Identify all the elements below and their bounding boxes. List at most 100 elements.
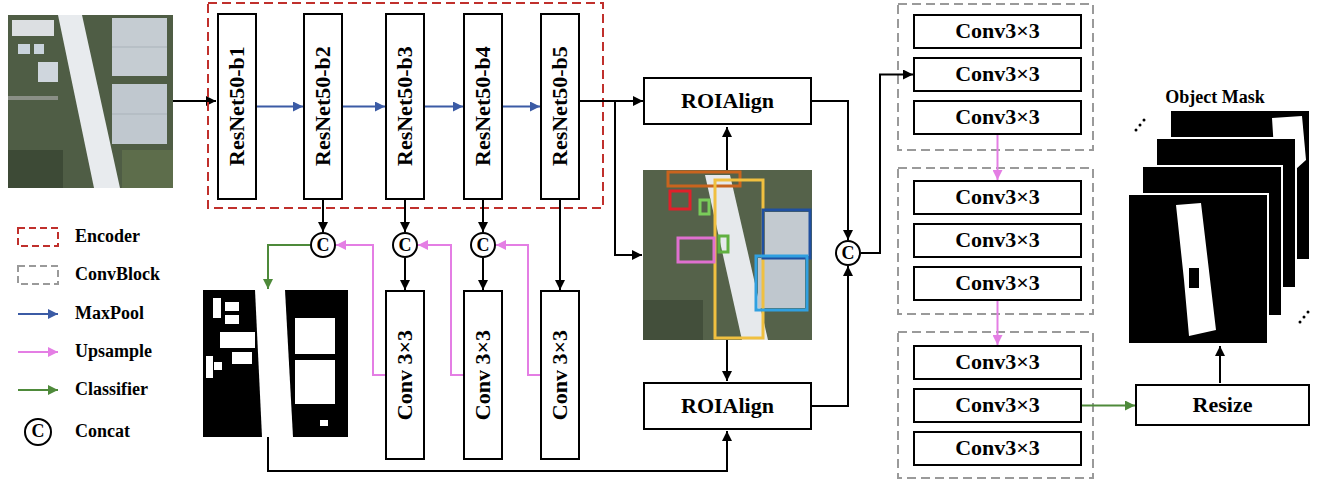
object-mask-stack [1135, 129, 1138, 132]
pink-arrow [997, 135, 999, 180]
conv-box: Conv3×3 [913, 345, 1082, 380]
segmentation-mask [220, 332, 255, 348]
convblock-frame [898, 332, 1093, 478]
flow-arrow [482, 258, 484, 290]
object-mask-stack [1128, 194, 1268, 344]
legend-text: Classifier [75, 380, 148, 400]
node-text: Conv3×3 [955, 393, 1040, 417]
blue-arrow [257, 106, 303, 108]
resize-to-mask-arrow [1219, 346, 1221, 383]
concat-circle: C [392, 232, 418, 258]
node-text: Conv3×3 [955, 228, 1040, 252]
roi-image [643, 170, 812, 340]
input-image [112, 47, 167, 48]
resize-box: Resize [1135, 384, 1310, 426]
conv-box: Conv 3×3 [385, 290, 425, 460]
input-image [38, 62, 58, 82]
conv-box: Conv3×3 [913, 223, 1082, 258]
roi-image [765, 212, 809, 256]
flow-arrow [812, 101, 848, 240]
conv-box: Conv 3×3 [463, 290, 503, 460]
object-mask-stack [1139, 124, 1142, 127]
resnet-block: ResNet50-b1 [217, 13, 257, 200]
encoder-frame [208, 3, 603, 208]
node-text: ResNet50-b1 [225, 47, 249, 167]
conv-box: Conv3×3 [913, 431, 1082, 466]
roialign-box: ROIAlign [643, 77, 812, 125]
classifier-arrow [268, 245, 310, 289]
pink-arrow [997, 301, 999, 345]
node-text: C [477, 236, 490, 254]
object-mask-stack [1303, 316, 1306, 319]
node-text: ResNet50-b5 [548, 47, 572, 167]
blue-arrow [425, 106, 463, 108]
concat-circle: C [310, 232, 336, 258]
input-image [122, 150, 173, 188]
conv-box: Conv3×3 [913, 180, 1082, 215]
roi-image [763, 210, 810, 258]
legend-sample [25, 419, 51, 445]
node-text: C [842, 244, 855, 262]
blue-arrow [503, 106, 540, 108]
node-text: C [317, 236, 330, 254]
resnet-block: ResNet50-b5 [540, 13, 580, 200]
segmentation-mask [214, 362, 222, 370]
conv-box: Conv3×3 [913, 266, 1082, 301]
conv-box: Conv3×3 [913, 100, 1082, 135]
input-image [18, 44, 30, 54]
concat-circle: C [835, 240, 861, 266]
node-text: Conv3×3 [955, 271, 1040, 295]
segmentation-mask [203, 290, 348, 437]
segmentation-mask [206, 356, 213, 378]
input-image [8, 15, 173, 188]
green-arrow [1082, 405, 1135, 407]
node-text: C [399, 236, 412, 254]
roi-image [719, 236, 728, 252]
node-text: Resize [1193, 393, 1253, 417]
convblock-frame [898, 168, 1093, 314]
flow-arrow [861, 75, 913, 254]
legend-text: Encoder [75, 227, 140, 247]
conv-box: Conv3×3 [913, 14, 1082, 49]
input-arrow [173, 100, 216, 102]
flow-arrow [404, 258, 406, 290]
object-mask-stack [1299, 321, 1302, 324]
legend-text: Concat [75, 422, 130, 442]
object-mask-stack [1128, 110, 1310, 344]
segmentation-mask [232, 352, 252, 364]
blue-arrow [343, 106, 385, 108]
input-image [8, 96, 58, 100]
flow-arrow [482, 200, 484, 232]
roi-image [643, 170, 812, 340]
roi-image [670, 191, 690, 209]
roi-image [643, 300, 703, 340]
segmentation-mask [225, 315, 239, 324]
node-text: Conv3×3 [955, 436, 1040, 460]
input-image [112, 84, 167, 144]
roialign-box: ROIAlign [643, 382, 812, 430]
object-mask-stack [1176, 203, 1216, 336]
segmentation-mask [320, 420, 328, 426]
legend-text: MaxPool [75, 304, 144, 324]
legend-sample [18, 228, 58, 246]
roi-to-align-arrow [726, 340, 728, 381]
pink-arrow [336, 245, 385, 375]
segmentation-mask [295, 318, 335, 354]
node-text: ResNet50-b2 [311, 47, 335, 167]
node-text: Conv3×3 [955, 62, 1040, 86]
legend-sample [18, 228, 58, 445]
resnet-block: ResNet50-b4 [463, 13, 503, 200]
node-text: ROIAlign [681, 89, 774, 113]
input-image [112, 114, 167, 115]
roi-image [758, 258, 805, 308]
node-text: ResNet50-b4 [471, 47, 495, 167]
input-image [12, 20, 54, 36]
node-text: Conv 3×3 [393, 330, 417, 420]
legend-sample [18, 313, 58, 315]
roi-to-align-arrow [726, 127, 728, 170]
node-text: Conv3×3 [955, 350, 1040, 374]
conv-box: Conv 3×3 [540, 290, 580, 460]
roi-image [700, 200, 709, 214]
flow-arrow [322, 200, 324, 232]
conv-box: Conv3×3 [913, 57, 1082, 92]
